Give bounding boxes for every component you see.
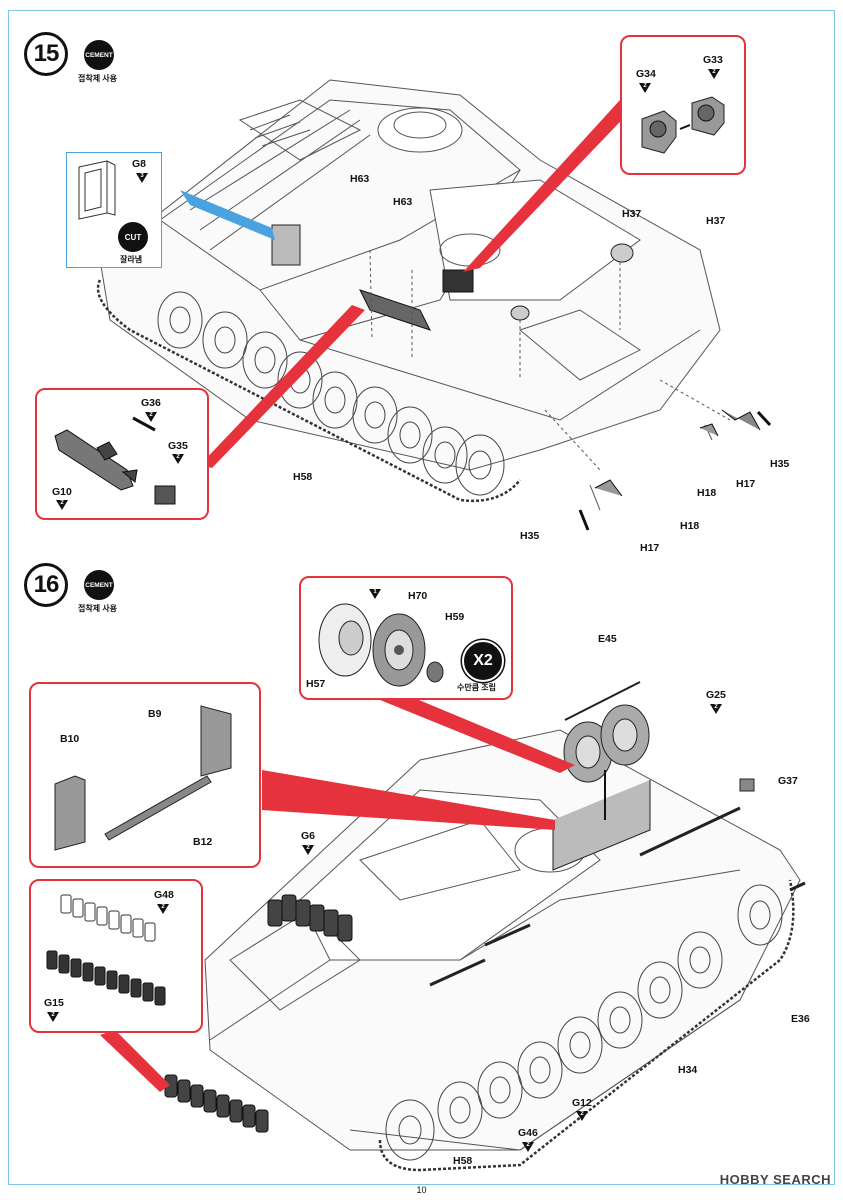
label-g12: G12 — [572, 1097, 592, 1109]
qty-g8: 3 — [136, 173, 148, 183]
label-h63-a: H63 — [350, 173, 370, 185]
label-g48: G48 — [154, 889, 174, 901]
label-g46: G46 — [518, 1127, 538, 1139]
label-h59: H59 — [445, 611, 465, 623]
qty-g10: 2 — [56, 500, 68, 510]
watermark-text: HOBBY SEARCH — [719, 1172, 831, 1187]
qty-g36: 2 — [145, 412, 157, 422]
label-g25: G25 — [706, 689, 726, 701]
label-h70: H70 — [408, 590, 428, 602]
label-h37-a: H37 — [622, 208, 642, 220]
label-b10: B10 — [60, 733, 80, 745]
cut-icon: CUT — [118, 222, 148, 252]
callout-g33-g34 — [620, 35, 746, 175]
part-g8-illustration — [78, 160, 116, 220]
qty-g34: 2 — [639, 83, 651, 93]
label-e45: E45 — [598, 633, 617, 645]
label-h17-b: H17 — [640, 542, 660, 554]
cement-note: 접착제 사용 — [78, 604, 118, 613]
label-g6: G6 — [301, 830, 316, 842]
wheel-assembly-illustration — [318, 603, 444, 687]
label-g36: G36 — [141, 397, 161, 409]
x2-note: 수만큼 조립 — [457, 683, 497, 692]
page-number: 10 — [416, 1185, 427, 1195]
callout-g8 — [66, 152, 162, 268]
callout-g10-g35-g36 — [35, 388, 209, 520]
x2-icon: X2 — [462, 640, 504, 682]
track-illustration — [46, 894, 166, 1006]
label-g8: G8 — [132, 158, 147, 170]
cut-note: 잘라냄 — [120, 255, 143, 264]
callout-g15-g48 — [29, 879, 203, 1033]
cement-icon: CEMENT — [84, 570, 114, 600]
label-h35-b: H35 — [520, 530, 540, 542]
step-16-number: 16 — [24, 563, 68, 607]
label-h17-a: H17 — [736, 478, 756, 490]
qty-g12: 2 — [576, 1111, 588, 1121]
label-h18-a: H18 — [697, 487, 717, 499]
qty-g6: 2 — [302, 845, 314, 855]
qty-g33: 2 — [708, 69, 720, 79]
label-h37-b: H37 — [706, 215, 726, 227]
label-g34: G34 — [636, 68, 656, 80]
qty-g35: 2 — [172, 454, 184, 464]
label-b9: B9 — [148, 708, 162, 720]
qty-g15: 2 — [47, 1012, 59, 1022]
step-15-number: 15 — [24, 32, 68, 76]
label-e36: E36 — [791, 1013, 810, 1025]
label-g35: G35 — [168, 440, 188, 452]
label-h57: H57 — [306, 678, 326, 690]
label-g37: G37 — [778, 775, 798, 787]
label-h34: H34 — [678, 1064, 698, 1076]
label-g33: G33 — [703, 54, 723, 66]
label-b12: B12 — [193, 836, 213, 848]
label-h18-b: H18 — [680, 520, 700, 532]
label-g15: G15 — [44, 997, 64, 1009]
qty-h70: 1 — [369, 589, 381, 599]
label-h35-a: H35 — [770, 458, 790, 470]
page-frame — [8, 10, 835, 1185]
callout-b9-b10-b12 — [29, 682, 261, 868]
label-h63-b: H63 — [393, 196, 413, 208]
label-h58-step16: H58 — [453, 1155, 473, 1167]
label-g10: G10 — [52, 486, 72, 498]
label-h58-step15: H58 — [293, 471, 313, 483]
cement-icon: CEMENT — [84, 40, 114, 70]
part-g33-g34-illustration — [641, 96, 725, 154]
part-g10-illustration — [54, 416, 176, 505]
qty-g48: 2 — [157, 904, 169, 914]
cement-note: 접착제 사용 — [78, 74, 118, 83]
qty-g46: 2 — [522, 1142, 534, 1152]
rack-illustration — [54, 705, 232, 851]
qty-g25: 2 — [710, 704, 722, 714]
